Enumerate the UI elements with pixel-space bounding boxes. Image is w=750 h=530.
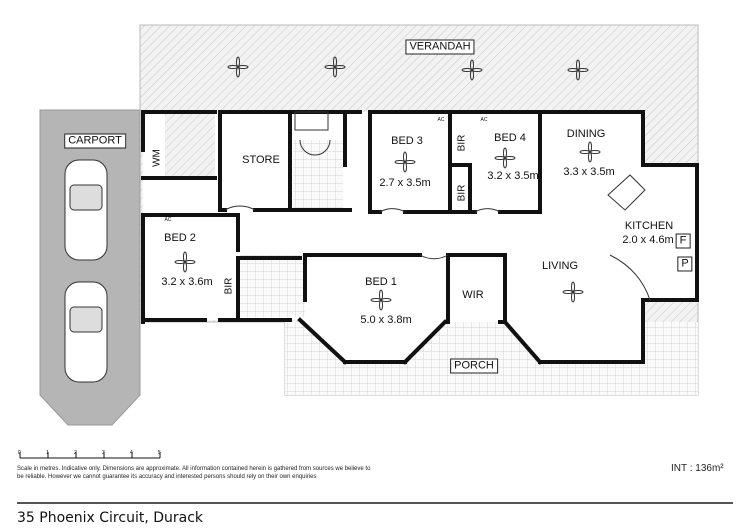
scale-tick: 2 [74,450,77,456]
bir-label: BIR [223,277,235,295]
fixture [609,254,651,301]
kitchen-size: 2.0 x 4.6m [622,234,674,246]
ceiling-fan-icon [562,281,584,303]
fixture [299,139,331,156]
divider [17,502,733,504]
laundry-area [165,112,215,178]
dining-size: 3.3 x 3.5m [563,166,615,178]
ceiling-fan-icon [461,59,483,81]
fixture [379,208,406,213]
bir-label: BIR [456,184,468,202]
ceiling-fan-icon [174,251,196,273]
bed3-label: BED 3 [391,135,423,147]
fixtures [224,111,651,301]
scale-bar [19,452,161,459]
wall [402,319,448,365]
fixture [224,205,256,211]
wm-label: WM [151,149,163,167]
ceiling-fan-icon [394,151,416,173]
internal-area: INT : 136m² [671,463,724,474]
ac-label: AC [164,217,172,223]
bed1-label: BED 1 [365,276,397,288]
ceiling-fan-icon [324,56,346,78]
bathroom-tiles [293,140,343,210]
disclaimer: Scale in metres. Indicative only. Dimens… [17,466,371,480]
car-icon [64,159,108,383]
verandah-label: VERANDAH [405,39,475,55]
scale-tick: 5 [158,450,161,456]
fridge-label: F [675,233,691,249]
wir-label: WIR [462,289,484,301]
bed2-size: 3.2 x 3.6m [161,276,213,288]
pantry-label: P [677,256,693,272]
store-label: STORE [242,154,280,166]
property-address: 35 Phoenix Circuit, Durack [17,510,204,526]
bed2-label: BED 2 [164,232,196,244]
fixture [419,254,449,260]
scale-tick: 1 [46,450,49,456]
ceiling-fan-icon [579,141,601,163]
carport-label: CARPORT [64,133,126,149]
fixture [607,174,646,211]
bir-label: BIR [456,134,468,152]
bed1-size: 5.0 x 3.8m [360,314,412,326]
ac-label: AC [437,117,445,123]
ceiling-fan-icon [227,56,249,78]
scale-tick: 0 [18,450,21,456]
bed4-size: 3.2 x 3.5m [487,170,539,182]
scale-tick: 4 [130,450,133,456]
walls [141,110,699,365]
ensuite-tiles [240,255,305,317]
wall [297,317,348,365]
ceiling-fans [174,56,601,311]
bed3-size: 2.7 x 3.5m [379,177,431,189]
bed4-label: BED 4 [494,132,526,144]
scale-tick: 3 [102,450,105,456]
kitchen-label: KITCHEN [624,220,674,232]
living-label: LIVING [541,260,579,272]
house-interior [143,112,697,362]
fixture [294,111,329,131]
ceiling-fan-icon [370,289,392,311]
ac-label: AC [480,117,488,123]
ceiling-fan-icon [494,147,516,169]
fixture [474,208,501,213]
dining-label: DINING [566,128,606,140]
ceiling-fan-icon [567,59,589,81]
wall [502,319,543,365]
porch-label: PORCH [450,358,498,374]
